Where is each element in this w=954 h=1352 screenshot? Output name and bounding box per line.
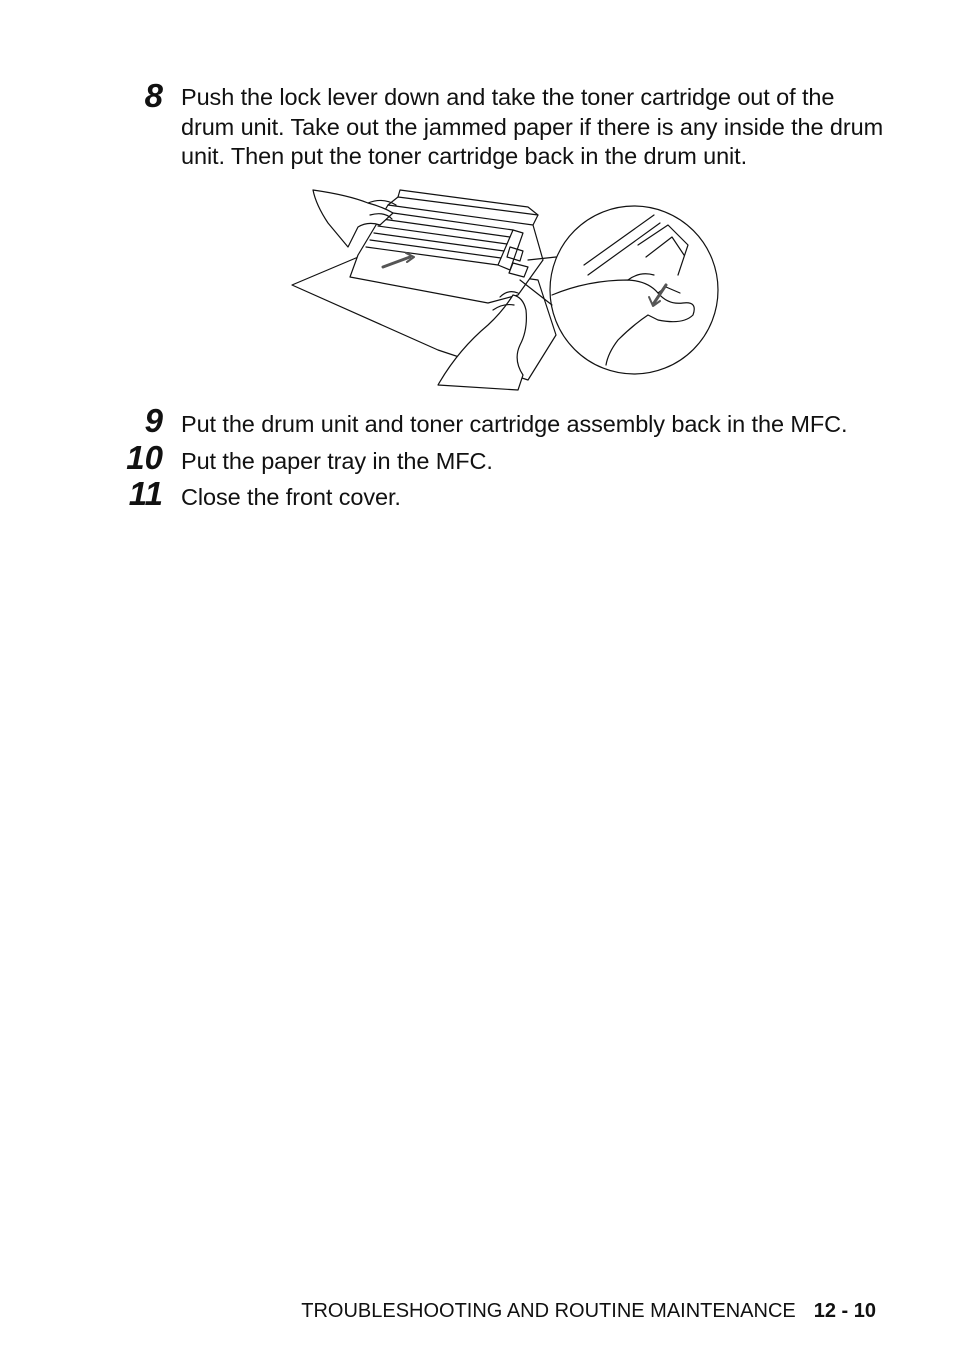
footer-section-title: TROUBLESHOOTING AND ROUTINE MAINTENANCE [301,1300,796,1322]
step-number: 11 [128,475,163,512]
step-number: 10 [126,439,163,476]
toner-cartridge-removal-illustration [291,189,719,391]
step-number: 9 [144,402,163,439]
page-footer: TROUBLESHOOTING AND ROUTINE MAINTENANCE 1… [301,1299,876,1323]
step-text: Close the front cover. [181,484,401,510]
step-number: 8 [144,77,163,114]
step-text: Put the paper tray in the MFC. [181,448,493,474]
step-text: Put the drum unit and toner cartridge as… [181,411,848,437]
step-text: Push the lock lever down and take the to… [181,84,884,169]
page-number: 12 - 10 [813,1300,876,1322]
